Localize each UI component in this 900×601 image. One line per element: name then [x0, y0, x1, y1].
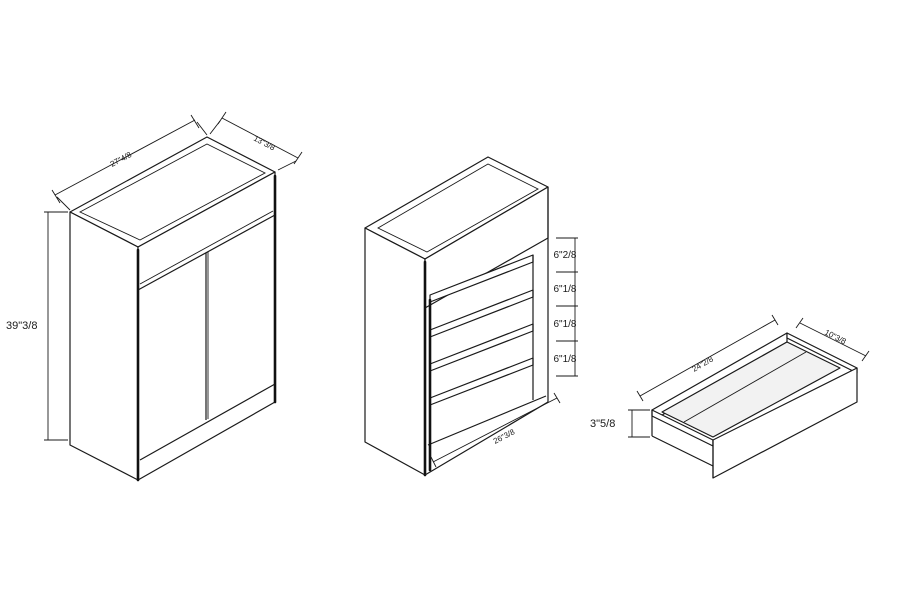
cabinet-width-dim-line — [54, 119, 196, 196]
drawer-height-label: 3"5/8 — [590, 418, 615, 430]
drawer-floor-line — [683, 351, 807, 423]
cabinet-depth-tick-b — [293, 151, 303, 165]
shelf-width-tick-b — [553, 392, 561, 404]
cabinet-width-ext-a — [56, 196, 71, 211]
drawer-width-tick-b — [771, 314, 779, 326]
drawer-floor — [661, 341, 841, 438]
drawer-bottom-edge — [651, 435, 714, 467]
shelf-unit-side — [364, 227, 426, 476]
shelves — [427, 254, 547, 446]
shelf-gap-dims: 6"2/8 6"1/8 6"1/8 6"1/8 — [553, 237, 578, 377]
cabinet-drawer-line-2 — [139, 210, 274, 285]
shelf-unit-drawing: 26"3/8 6"2/8 6"1/8 6"1/8 6"1/8 — [364, 156, 578, 477]
drawer-depth-label: 10"3/8 — [823, 328, 848, 347]
shelf-gap-label-1: 6"2/8 — [553, 250, 576, 261]
cabinet-height-label: 39"3/8 — [6, 320, 37, 332]
drawer-depth-tick-b — [861, 350, 870, 362]
cabinet-width-ext-b — [196, 121, 208, 136]
shelf-gap-label-2: 6"1/8 — [553, 284, 576, 295]
cabinet-depth-dim-line — [221, 117, 299, 159]
drawer-drawing: 24"2/8 10"3/8 3"5/8 — [590, 314, 870, 479]
cabinet-width-tick-a — [51, 189, 61, 204]
shelf-width-dim-line — [432, 397, 558, 463]
cabinet-plinth — [139, 383, 276, 461]
shelf-width-tick-a — [430, 456, 437, 468]
cabinet-drawer-line — [137, 214, 276, 291]
shelf-bottom — [427, 395, 547, 446]
shelf-unit-top-inset — [377, 163, 539, 253]
shelf-gap-label-3: 6"1/8 — [553, 319, 576, 330]
drawer-width-label: 24"2/8 — [691, 354, 716, 373]
cabinet-depth-ext-b — [277, 160, 297, 171]
cabinet-width-label: 27"4/8 — [109, 150, 134, 169]
cabinet-side — [69, 211, 139, 481]
cabinet-drawing: 27"4/8 13"3/8 39"3/8 — [6, 111, 303, 482]
shelf-gap-label-4: 6"1/8 — [553, 354, 576, 365]
drawer-depth-dim-line — [799, 322, 867, 357]
drawer-width-tick-a — [636, 390, 644, 402]
cabinet-width-tick-b — [190, 114, 200, 129]
cabinet-depth-label: 13"3/8 — [252, 134, 277, 153]
drawer-depth-tick-a — [795, 317, 804, 329]
cabinet-depth-ext-a — [209, 120, 221, 135]
shelf-unit-base — [424, 401, 549, 476]
cabinet-top-inset — [78, 143, 266, 241]
drawer-width-dim-line — [639, 319, 776, 397]
